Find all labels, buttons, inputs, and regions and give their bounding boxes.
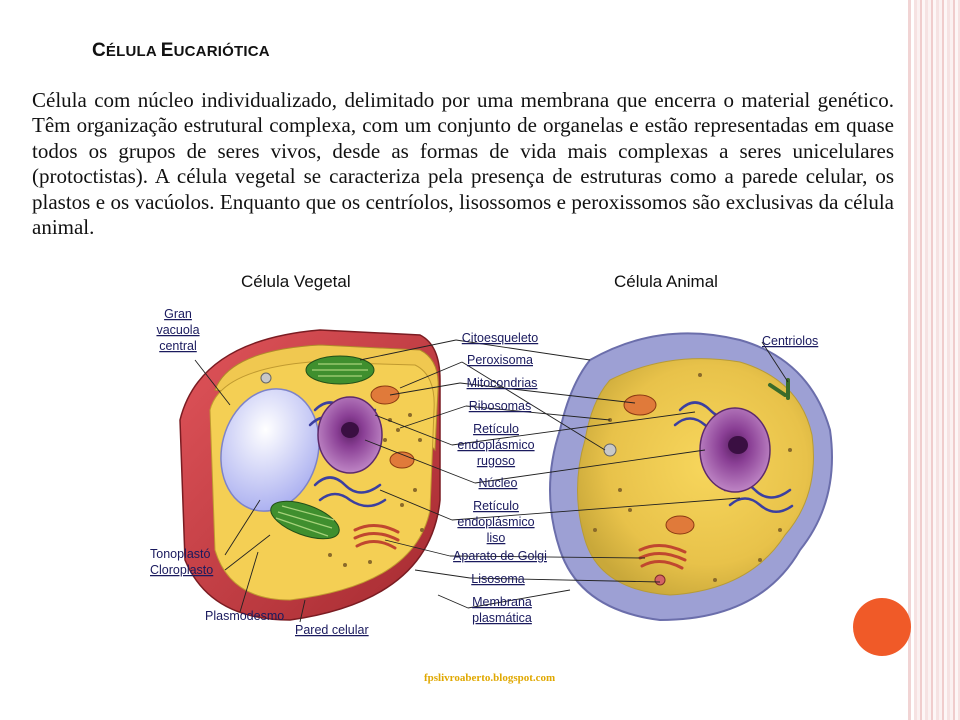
- animal-mitochondrion: [623, 394, 657, 416]
- label-pared-celular: Pared celular: [295, 623, 369, 637]
- label-gran-vacuola-3: central: [159, 339, 197, 353]
- caption-animal-cell: Célula Animal: [614, 272, 718, 291]
- right-decorative-stripes: [908, 0, 960, 720]
- label-centriolos: Centriolos: [762, 334, 818, 348]
- centrioles: [768, 378, 790, 400]
- label-cloroplasto: Cloroplasto: [150, 563, 213, 577]
- label-nucleo: Núcleo: [479, 476, 518, 490]
- label-membrana-1: Membrana: [472, 595, 532, 609]
- caption-plant-cell: Célula Vegetal: [241, 272, 351, 291]
- leader-lines: [194, 339, 789, 623]
- label-reticulo-liso-2: endoplásmico: [457, 515, 534, 529]
- label-gran-vacuola-2: vacuola: [156, 323, 199, 337]
- slide-title: CÉLULA EUCARIÓTICA: [92, 40, 270, 61]
- label-reticulo-rugoso-2: endoplásmico: [457, 438, 534, 452]
- plant-mitochondrion: [370, 385, 400, 405]
- cell-diagram: Gran vacuola central Tonoplastó Cloropla…: [150, 307, 833, 637]
- label-plasmodesmo: Plasmodesmo: [205, 609, 284, 623]
- label-membrana-2: plasmática: [472, 611, 532, 625]
- animal-golgi: [638, 544, 687, 570]
- decorative-orange-circle: [853, 598, 911, 656]
- label-citoesqueleto: Citoesqueleto: [462, 331, 538, 345]
- label-gran-vacuola-1: Gran: [164, 307, 192, 321]
- animal-cell-illustration: [549, 332, 833, 622]
- label-lisosoma: Lisosoma: [471, 572, 525, 586]
- label-reticulo-rugoso-1: Retículo: [473, 422, 519, 436]
- label-mitocondrias: Mitocondrias: [467, 376, 538, 390]
- label-peroxisoma: Peroxisoma: [467, 353, 533, 367]
- label-reticulo-rugoso-3: rugoso: [477, 454, 515, 468]
- label-ribosomas: Ribosomas: [469, 399, 532, 413]
- label-reticulo-liso-1: Retículo: [473, 499, 519, 513]
- label-tonoplasto: Tonoplastó: [150, 547, 211, 561]
- footer-source-link[interactable]: fpslivroaberto.blogspot.com: [424, 672, 556, 684]
- plant-cell-illustration: [179, 329, 441, 621]
- plant-golgi: [353, 524, 400, 550]
- label-aparato-golgi: Aparato de Golgi: [453, 549, 547, 563]
- body-paragraph: Célula com núcleo individualizado, delim…: [32, 88, 894, 240]
- label-reticulo-liso-3: liso: [487, 531, 506, 545]
